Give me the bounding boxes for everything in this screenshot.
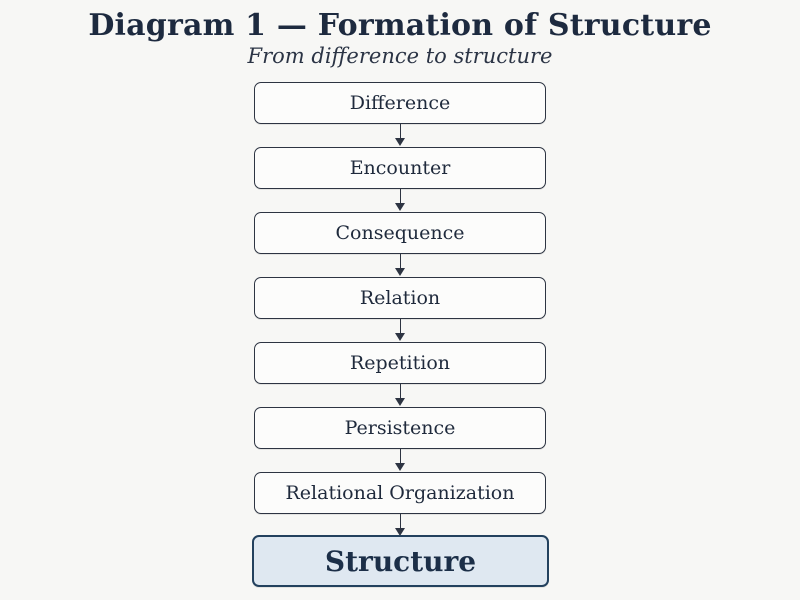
step-difference: Difference — [254, 82, 546, 124]
step-consequence: Consequence — [254, 212, 546, 254]
arrow-connector — [395, 384, 405, 407]
page-title: Diagram 1 — Formation of Structure — [88, 8, 712, 43]
arrow-connector — [395, 189, 405, 212]
arrow-connector — [395, 319, 405, 342]
step-structure: Structure — [252, 535, 549, 587]
step-relation: Relation — [254, 277, 546, 319]
page-subtitle: From difference to structure — [247, 44, 553, 68]
arrow-connector — [395, 124, 405, 147]
step-encounter: Encounter — [254, 147, 546, 189]
step-persistence: Persistence — [254, 407, 546, 449]
arrow-connector — [395, 514, 405, 537]
arrow-connector — [395, 254, 405, 277]
step-repetition: Repetition — [254, 342, 546, 384]
step-relational-organization: Relational Organization — [254, 472, 546, 514]
arrow-connector — [395, 449, 405, 472]
